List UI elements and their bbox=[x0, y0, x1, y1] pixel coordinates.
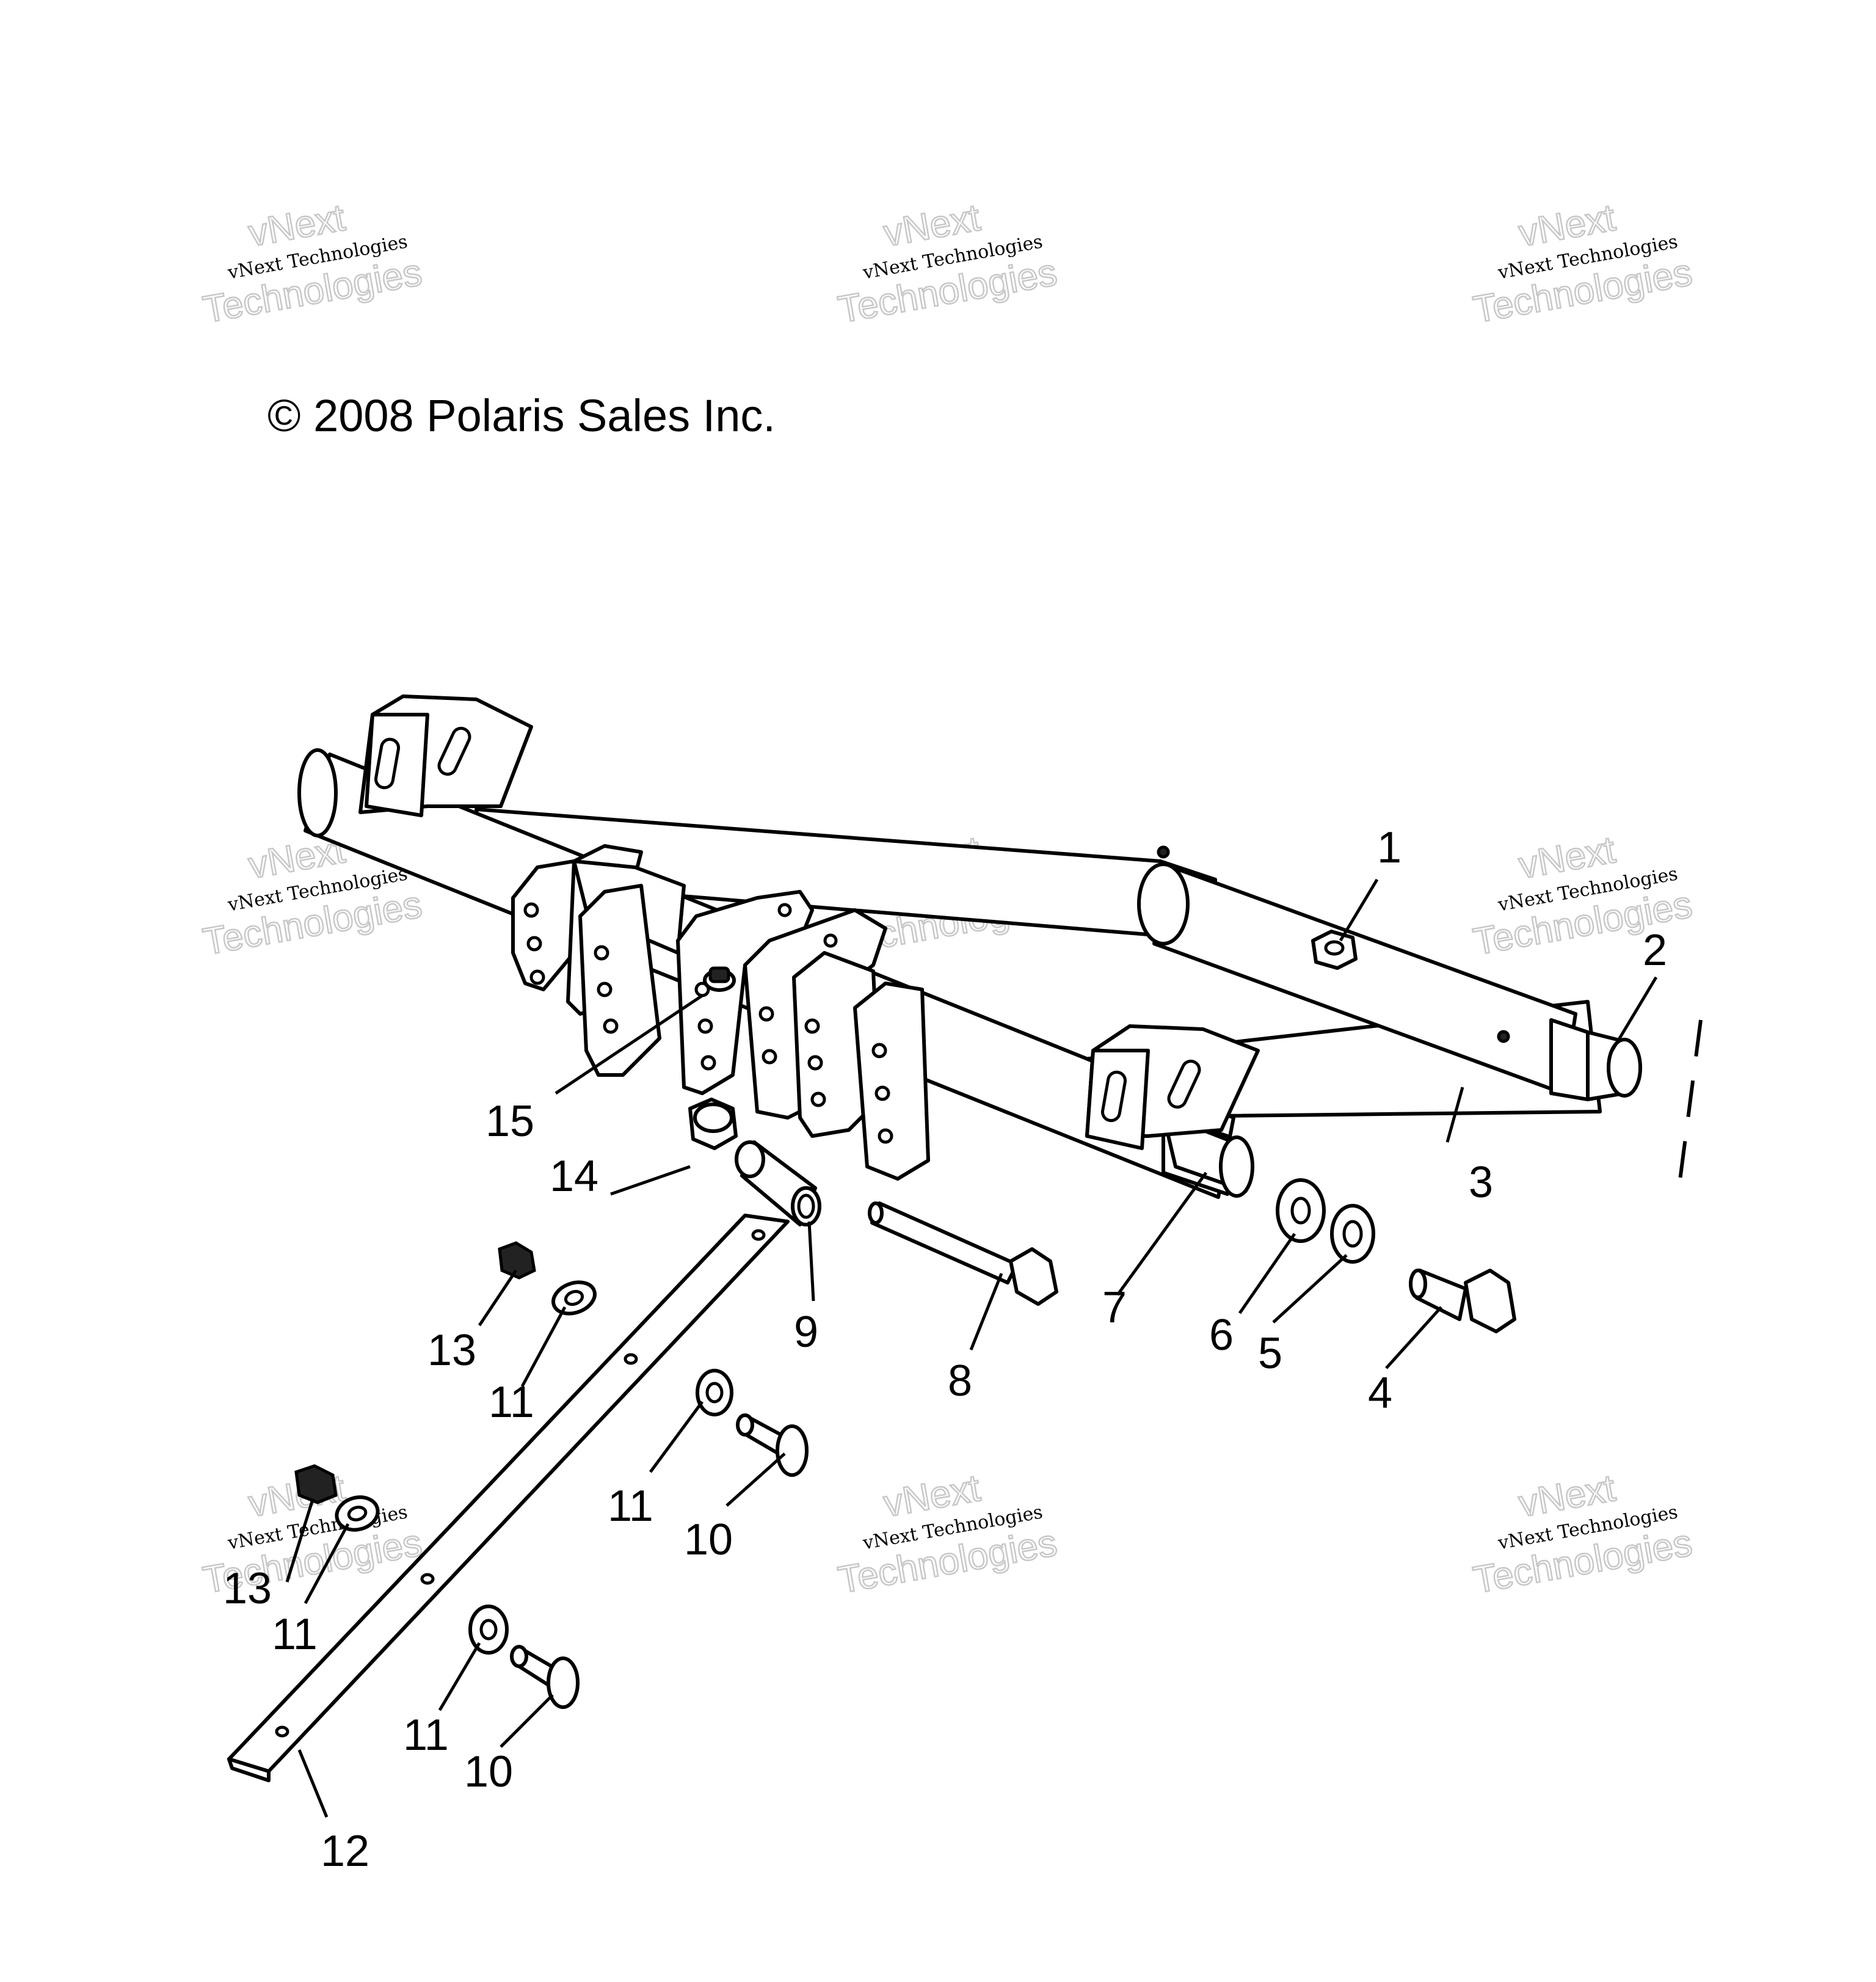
link-plate-right-pair bbox=[743, 908, 887, 1138]
callout-11-d: 11 bbox=[403, 1711, 449, 1760]
callout-labels: 1 2 3 4 5 6 7 8 9 10 10 11 11 11 11 12 1… bbox=[223, 823, 1667, 1876]
watermark: vNext vNext Technologies Technologies bbox=[199, 196, 426, 332]
nut-13-lower bbox=[294, 1464, 338, 1504]
callout-4: 4 bbox=[1368, 1369, 1392, 1418]
rivet-10-upper bbox=[736, 1413, 809, 1477]
leader-lines bbox=[285, 878, 1658, 1818]
callout-2: 2 bbox=[1643, 926, 1667, 975]
callout-7: 7 bbox=[1102, 1283, 1127, 1332]
washer-11-lower-left bbox=[335, 1495, 380, 1532]
nut-14 bbox=[688, 1098, 738, 1150]
watermark: vNext vNext Technologies Technologies bbox=[1469, 1466, 1696, 1603]
callout-13-upper: 13 bbox=[427, 1326, 476, 1375]
centerline bbox=[1678, 1019, 1703, 1186]
copyright-text: © 2008 Polaris Sales Inc. bbox=[267, 390, 776, 441]
torque-arm-frame bbox=[297, 694, 1642, 1199]
rivet-10-lower bbox=[510, 1645, 580, 1709]
washer-5 bbox=[1330, 1204, 1375, 1264]
nut-13-upper bbox=[498, 1241, 536, 1280]
link-plate-center-left bbox=[578, 884, 661, 1077]
callout-15: 15 bbox=[485, 1097, 534, 1146]
callout-11-a: 11 bbox=[489, 1378, 534, 1427]
callout-10-lower: 10 bbox=[464, 1747, 513, 1796]
grease-fitting bbox=[703, 966, 736, 992]
watermark: vNext vNext Technologies Technologies bbox=[834, 196, 1061, 332]
washer-11-lower bbox=[468, 1605, 509, 1655]
callout-10-upper: 10 bbox=[684, 1515, 733, 1564]
callout-11-b: 11 bbox=[608, 1482, 653, 1531]
callout-3: 3 bbox=[1469, 1158, 1493, 1207]
callout-8: 8 bbox=[948, 1357, 972, 1405]
callout-11-c: 11 bbox=[272, 1610, 318, 1659]
watermark: vNext vNext Technologies Technologies bbox=[1469, 196, 1696, 332]
callout-13-lower: 13 bbox=[223, 1564, 272, 1613]
washer-6 bbox=[1276, 1178, 1326, 1243]
callout-6: 6 bbox=[1209, 1311, 1234, 1360]
callout-14: 14 bbox=[550, 1152, 598, 1201]
nut-1 bbox=[1311, 930, 1358, 970]
washer-11-middle bbox=[696, 1369, 733, 1416]
bolt-8 bbox=[868, 1201, 1058, 1306]
watermark: vNext vNext Technologies Technologies bbox=[834, 1466, 1061, 1603]
slide-strip-12 bbox=[227, 1214, 790, 1782]
callout-12: 12 bbox=[321, 1827, 369, 1876]
spacer-9 bbox=[735, 1140, 821, 1226]
callout-5: 5 bbox=[1258, 1329, 1282, 1378]
bolt-4 bbox=[1409, 1269, 1516, 1333]
link-plate-far-right bbox=[853, 982, 930, 1181]
grease-hole bbox=[1497, 1030, 1510, 1043]
washer-11-upper bbox=[551, 1280, 597, 1316]
callout-9: 9 bbox=[794, 1308, 818, 1357]
callout-1: 1 bbox=[1377, 823, 1402, 872]
